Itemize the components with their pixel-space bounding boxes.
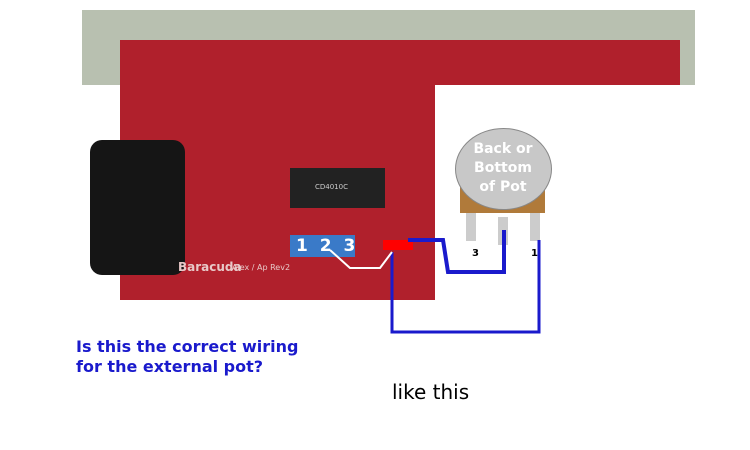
pot-label: Back or Bottom of Pot bbox=[462, 140, 544, 197]
question-line: Is this the correct wiring bbox=[76, 337, 299, 356]
pin-1-label: 1 bbox=[531, 248, 538, 259]
pot-pin-3 bbox=[466, 213, 476, 241]
ic-label: CD4010C bbox=[315, 183, 348, 191]
trimmer-pin-label: 1 2 3 bbox=[296, 236, 359, 256]
answer-text: like this bbox=[392, 380, 470, 404]
board-brand: Baracuda bbox=[178, 260, 242, 274]
capacitor bbox=[90, 140, 185, 275]
pot-label-line: Back or bbox=[473, 141, 533, 157]
board-revision: Alex / Ap Rev2 bbox=[232, 263, 291, 272]
pot-pin-1 bbox=[530, 213, 540, 241]
wire-pin1 bbox=[390, 240, 541, 334]
wire-pin3-loop bbox=[408, 230, 506, 274]
pot-label-line: of Pot bbox=[479, 179, 527, 195]
red-pad-marker bbox=[383, 240, 413, 250]
pin-3-label: 3 bbox=[472, 248, 479, 259]
ic-chip bbox=[290, 168, 385, 208]
pot-back bbox=[455, 128, 552, 210]
trimmer bbox=[290, 235, 355, 257]
question-line: for the external pot? bbox=[76, 357, 264, 376]
question-text: Is this the correct wiring for the exter… bbox=[76, 337, 298, 377]
pot-label-line: Bottom bbox=[474, 160, 532, 176]
annotation-line bbox=[329, 249, 393, 269]
